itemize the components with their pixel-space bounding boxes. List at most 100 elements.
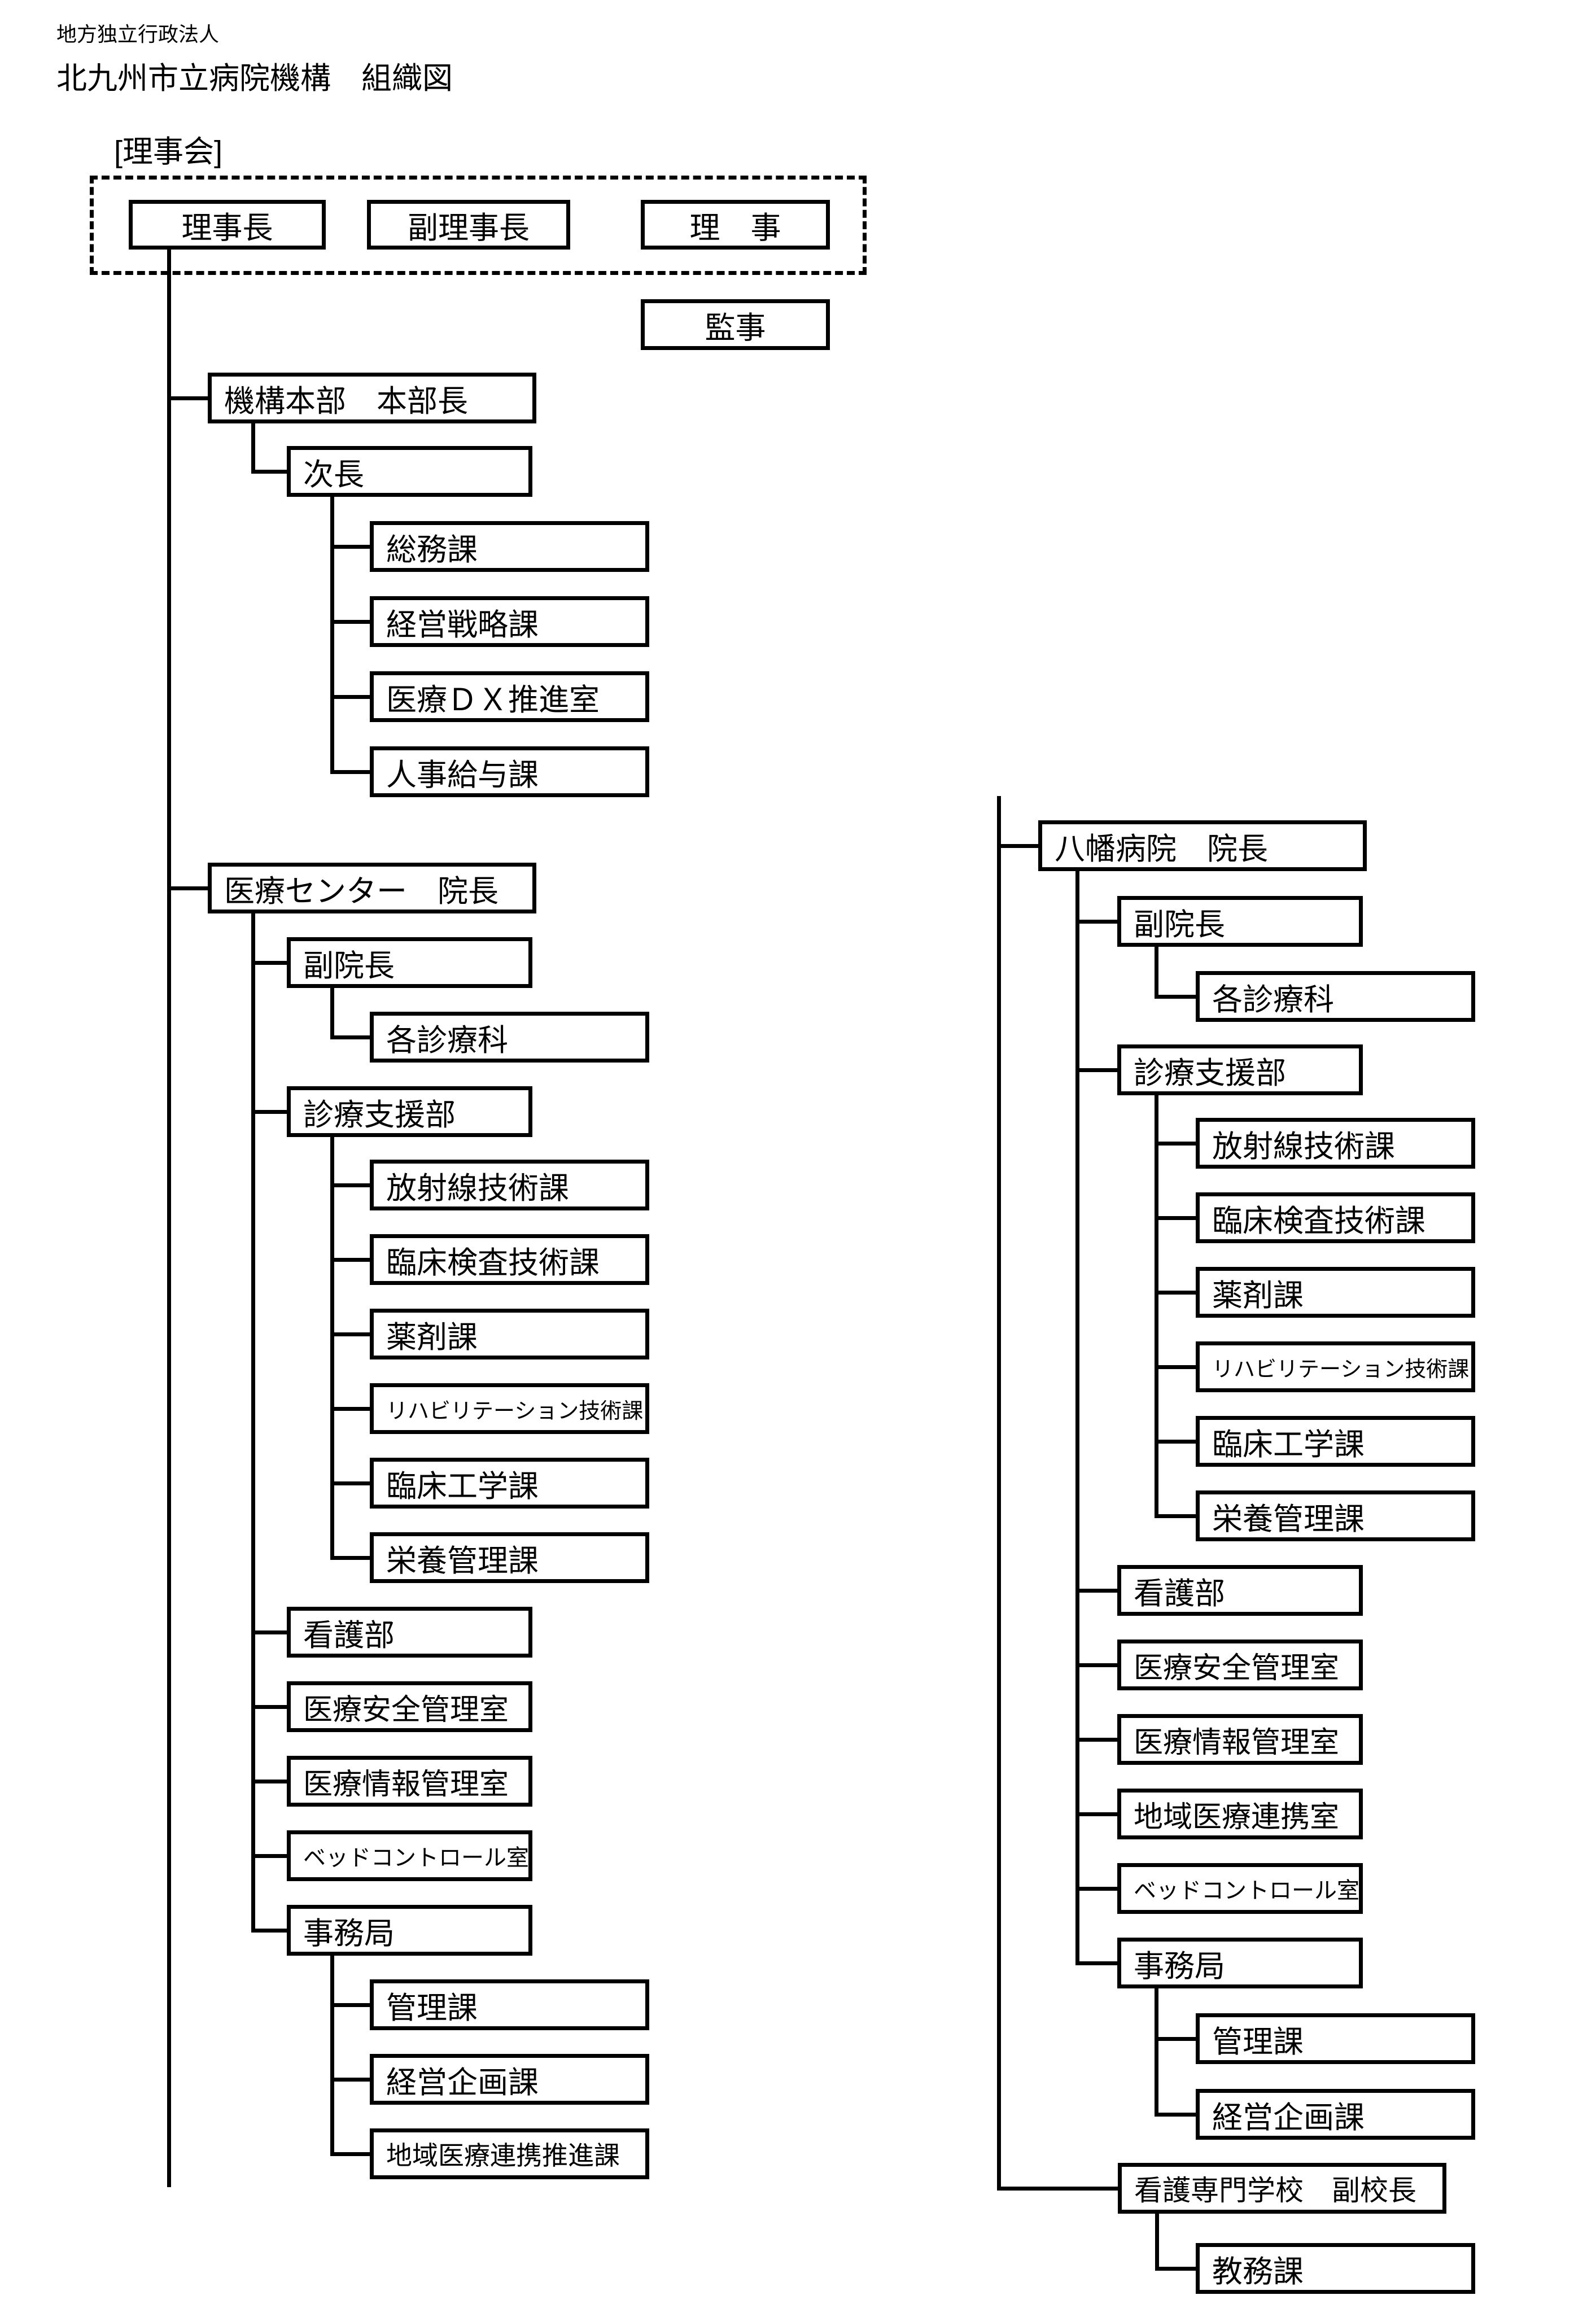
org-box-mc-clinical-depts: 各診療科 <box>370 1012 649 1063</box>
connector-vertical-line <box>997 796 1001 2191</box>
org-box-hq: 機構本部 本部長 <box>208 373 536 423</box>
connector-horizontal-line <box>330 1035 372 1039</box>
connector-horizontal-line <box>1075 1589 1120 1593</box>
corporation-type-label: 地方独立行政法人 <box>56 23 220 46</box>
connector-horizontal-line <box>330 1556 372 1560</box>
connector-horizontal-line <box>1075 1738 1120 1742</box>
connector-horizontal-line <box>330 1407 372 1411</box>
org-box-auditor: 監事 <box>641 299 830 350</box>
connector-horizontal-line <box>1075 1961 1120 1965</box>
connector-horizontal-line <box>1155 1291 1198 1295</box>
connector-horizontal-line <box>251 1854 289 1858</box>
page-title: 北九州市立病院機構 組織図 <box>56 62 453 95</box>
org-box-yh-clinical-lab: 臨床検査技術課 <box>1196 1192 1475 1243</box>
connector-horizontal-line <box>1155 2113 1198 2117</box>
org-box-mc-medical-safety: 医療安全管理室 <box>287 1681 532 1732</box>
org-box-mc-kanri: 管理課 <box>370 1979 649 2030</box>
connector-horizontal-line <box>330 1258 372 1262</box>
connector-horizontal-line <box>330 695 372 699</box>
connector-horizontal-line <box>1075 1068 1120 1072</box>
org-box-chairman: 理事長 <box>129 200 326 250</box>
org-box-mc-medical-info: 医療情報管理室 <box>287 1756 532 1807</box>
connector-vertical-line <box>1155 1095 1158 1518</box>
connector-horizontal-line <box>330 545 372 549</box>
org-box-yh-regional-liaison: 地域医療連携室 <box>1117 1789 1363 1839</box>
org-box-mc-vice-director: 副院長 <box>287 937 532 988</box>
org-box-yh-care-support: 診療支援部 <box>1117 1044 1363 1095</box>
connector-horizontal-line <box>330 2078 372 2082</box>
connector-vertical-line <box>330 1956 334 2156</box>
connector-horizontal-line <box>330 2152 372 2156</box>
org-box-yh-kanri: 管理課 <box>1196 2013 1475 2064</box>
org-box-yh-vice-director: 副院長 <box>1117 896 1363 947</box>
org-box-mc-regional-promo: 地域医療連携推進課 <box>370 2128 649 2179</box>
org-box-mc-care-support: 診療支援部 <box>287 1086 532 1137</box>
org-box-yh-mgmt-planning: 経営企画課 <box>1196 2089 1475 2140</box>
org-box-mc-rehabilitation: リハビリテーション技術課 <box>370 1383 649 1434</box>
org-box-yh-medical-safety: 医療安全管理室 <box>1117 1640 1363 1690</box>
org-box-hq-hr-payroll: 人事給与課 <box>370 746 649 797</box>
org-box-school-academic: 教務課 <box>1196 2243 1475 2294</box>
connector-horizontal-line <box>1075 1663 1120 1667</box>
connector-vertical-line <box>1155 947 1158 999</box>
connector-horizontal-line <box>1155 1365 1198 1369</box>
connector-horizontal-line <box>1075 1812 1120 1816</box>
org-box-yh-nursing: 看護部 <box>1117 1565 1363 1616</box>
connector-horizontal-line <box>1155 1216 1198 1220</box>
connector-horizontal-line <box>251 1780 289 1783</box>
org-box-hq-general-affairs: 総務課 <box>370 521 649 572</box>
connector-horizontal-line <box>167 886 210 890</box>
org-box-yh: 八幡病院 院長 <box>1038 820 1367 871</box>
org-box-mc-clinical-eng: 臨床工学課 <box>370 1458 649 1509</box>
org-box-directors: 理 事 <box>641 200 830 250</box>
org-box-hq-mgmt-strategy: 経営戦略課 <box>370 596 649 647</box>
connector-horizontal-line <box>330 770 372 774</box>
connector-vertical-line <box>251 913 255 1933</box>
connector-horizontal-line <box>251 1630 289 1634</box>
org-box-yh-bed-control: ベッドコントロール室 <box>1117 1863 1363 1914</box>
org-box-hq-deputy: 次長 <box>287 446 532 497</box>
connector-horizontal-line <box>167 396 210 400</box>
org-box-mc-admin-office: 事務局 <box>287 1905 532 1956</box>
board-dashed-frame <box>90 176 867 275</box>
connector-vertical-line <box>1075 871 1079 1965</box>
connector-horizontal-line <box>1155 1514 1198 1518</box>
connector-horizontal-line <box>251 1929 289 1933</box>
org-box-mc-nutrition: 栄養管理課 <box>370 1532 649 1583</box>
org-box-yh-nutrition: 栄養管理課 <box>1196 1490 1475 1541</box>
org-box-mc-radiology: 放射線技術課 <box>370 1160 649 1210</box>
connector-vertical-line <box>1155 1988 1158 2117</box>
connector-horizontal-line <box>1155 995 1198 999</box>
connector-horizontal-line <box>1075 1887 1120 1891</box>
org-box-yh-medical-info: 医療情報管理室 <box>1117 1714 1363 1765</box>
connector-vertical-line <box>330 497 334 774</box>
connector-vertical-line <box>251 423 255 473</box>
org-box-mc: 医療センター 院長 <box>208 863 536 913</box>
org-box-mc-mgmt-planning: 経営企画課 <box>370 2054 649 2105</box>
org-box-mc-clinical-lab: 臨床検査技術課 <box>370 1234 649 1285</box>
org-box-mc-pharmacy: 薬剤課 <box>370 1309 649 1359</box>
connector-vertical-line <box>330 1137 334 1560</box>
connector-horizontal-line <box>330 1332 372 1336</box>
connector-horizontal-line <box>251 961 289 965</box>
connector-horizontal-line <box>1155 1142 1198 1146</box>
org-box-hq-medical-dx: 医療ＤＸ推進室 <box>370 671 649 722</box>
connector-horizontal-line <box>1155 2267 1198 2271</box>
connector-horizontal-line <box>1075 920 1120 924</box>
connector-vertical-line <box>167 250 171 2187</box>
connector-vertical-line <box>330 988 334 1039</box>
org-box-yh-admin-office: 事務局 <box>1117 1938 1363 1988</box>
connector-horizontal-line <box>997 844 1040 848</box>
org-box-mc-nursing: 看護部 <box>287 1607 532 1658</box>
org-box-yh-clinical-depts: 各診療科 <box>1196 971 1475 1022</box>
connector-horizontal-line <box>330 620 372 624</box>
connector-horizontal-line <box>997 2187 1120 2191</box>
connector-horizontal-line <box>330 2003 372 2007</box>
org-box-yh-pharmacy: 薬剤課 <box>1196 1267 1475 1318</box>
connector-vertical-line <box>1155 2214 1159 2271</box>
connector-horizontal-line <box>1155 2037 1198 2041</box>
org-box-vice-chairman: 副理事長 <box>367 200 570 250</box>
connector-horizontal-line <box>251 1705 289 1709</box>
org-box-yh-radiology: 放射線技術課 <box>1196 1118 1475 1169</box>
